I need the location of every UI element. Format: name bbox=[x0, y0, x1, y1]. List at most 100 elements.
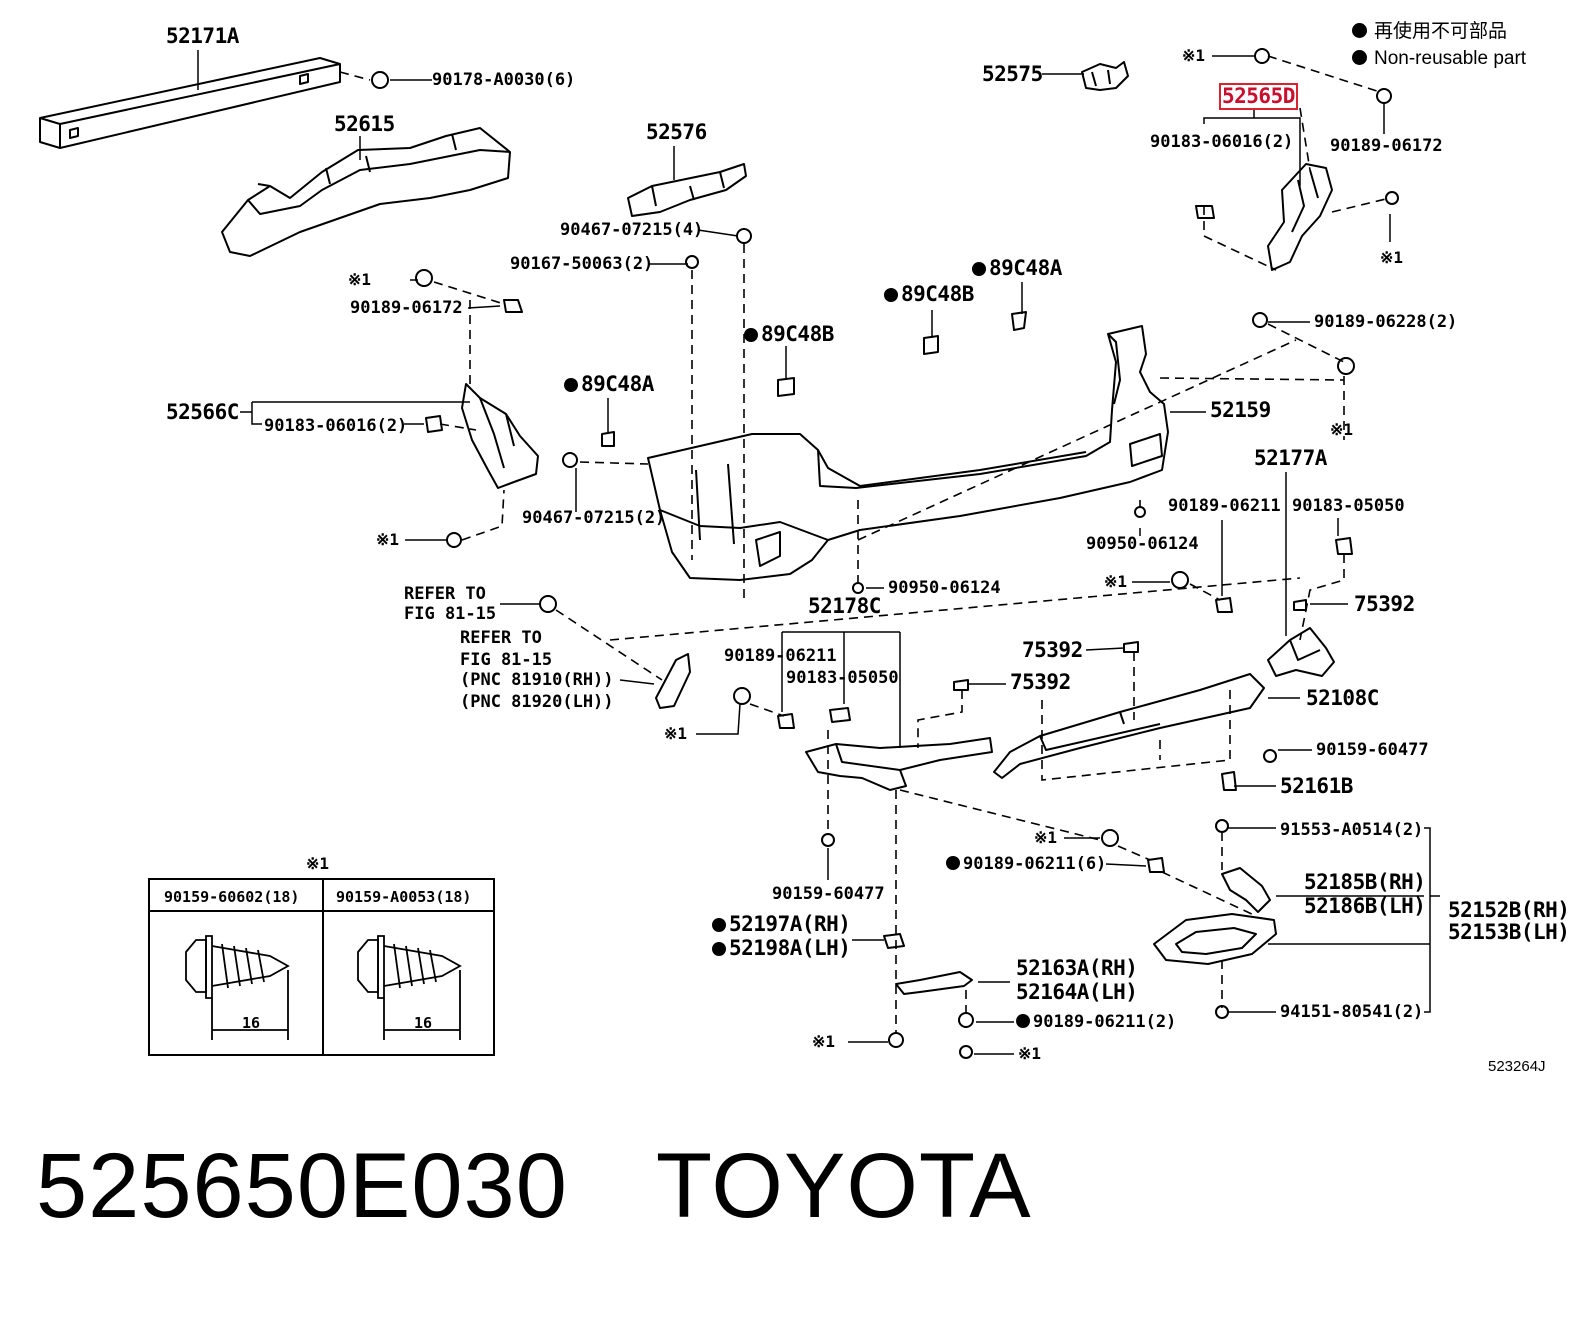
legend-row-jp: 再使用不可部品 bbox=[1352, 18, 1526, 45]
label-52566C[interactable]: 52566C bbox=[166, 400, 239, 424]
non-reusable-dot-icon bbox=[744, 328, 758, 342]
label-90183-05050-c[interactable]: 90183-05050 bbox=[786, 668, 899, 688]
label-text: 52197A(RH) bbox=[729, 912, 851, 936]
mark-1: ※1 bbox=[1380, 248, 1404, 267]
label-52153B[interactable]: 52153B(LH) bbox=[1448, 920, 1570, 944]
lower-spoiler-52108C bbox=[993, 673, 1265, 779]
non-reusable-dot-icon bbox=[1016, 1014, 1030, 1028]
bracket-52576 bbox=[627, 163, 747, 217]
label-90189-06211-2[interactable]: 90189-06211(2) bbox=[1016, 1014, 1176, 1031]
fasteners bbox=[371, 48, 1399, 1059]
label-52164A[interactable]: 52164A(LH) bbox=[1016, 980, 1138, 1004]
label-refer1-b[interactable]: FIG 81-15 bbox=[404, 604, 497, 624]
inset-right-length: 16 bbox=[414, 1014, 433, 1032]
label-90467-top[interactable]: 90467-07215(4) bbox=[560, 220, 704, 240]
label-75392-c[interactable]: 75392 bbox=[1010, 670, 1071, 694]
label-text: 52198A(LH) bbox=[729, 936, 851, 960]
bracket-52177A bbox=[1267, 627, 1335, 677]
inset-header bbox=[150, 880, 493, 912]
retainer-52163A bbox=[895, 971, 973, 995]
label-refer1-a[interactable]: REFER TO bbox=[404, 584, 486, 604]
inset-right-part[interactable]: 90159-A0053(18) bbox=[336, 888, 472, 906]
non-reusable-dot-icon bbox=[1352, 50, 1367, 65]
label-52152B[interactable]: 52152B(RH) bbox=[1448, 898, 1570, 922]
inset-left-part[interactable]: 90159-60602(18) bbox=[164, 888, 300, 906]
mark-1: ※1 bbox=[348, 270, 372, 289]
label-52177A[interactable]: 52177A bbox=[1254, 446, 1327, 470]
label-text: 89C48A bbox=[989, 256, 1062, 280]
mark-1: ※1 bbox=[376, 530, 400, 549]
mark-1: ※1 bbox=[1330, 420, 1354, 439]
label-90178[interactable]: 90178-A0030(6) bbox=[432, 70, 576, 90]
legend-text-jp: 再使用不可部品 bbox=[1374, 21, 1508, 42]
figure-id: 523264J bbox=[1488, 1058, 1546, 1075]
label-52197A[interactable]: 52197A(RH) bbox=[712, 912, 851, 936]
label-75392-a[interactable]: 75392 bbox=[1354, 592, 1415, 616]
label-52185B[interactable]: 52185B(RH) bbox=[1304, 870, 1426, 894]
label-90950-c[interactable]: 90950-06124 bbox=[888, 578, 1001, 598]
label-89C48B-top[interactable]: 89C48B bbox=[884, 284, 974, 305]
label-75392-b[interactable]: 75392 bbox=[1022, 638, 1083, 662]
legend: 再使用不可部品 Non-reusable part bbox=[1352, 18, 1526, 72]
bumper-cover-52159 bbox=[647, 325, 1169, 581]
mark-1: ※1 bbox=[1104, 572, 1128, 591]
inset-mark: ※1 bbox=[306, 854, 330, 873]
label-90183-l[interactable]: 90183-06016(2) bbox=[264, 416, 408, 436]
label-90189-06228[interactable]: 90189-06228(2) bbox=[1314, 312, 1458, 332]
label-52178C[interactable]: 52178C bbox=[808, 594, 881, 618]
label-90159-60477-r[interactable]: 90159-60477 bbox=[1316, 740, 1429, 760]
label-94151[interactable]: 94151-80541(2) bbox=[1280, 1002, 1424, 1022]
label-89C48A-top[interactable]: 89C48A bbox=[972, 258, 1062, 279]
non-reusable-dot-icon bbox=[712, 942, 726, 956]
label-52575[interactable]: 52575 bbox=[982, 62, 1043, 86]
non-reusable-dot-icon bbox=[972, 262, 986, 276]
label-91553[interactable]: 91553-A0514(2) bbox=[1280, 820, 1424, 840]
label-90189-06172-r[interactable]: 90189-06172 bbox=[1330, 136, 1443, 156]
non-reusable-dot-icon bbox=[564, 378, 578, 392]
clip-52575 bbox=[1081, 61, 1129, 91]
caption-brand: TOYOTA bbox=[655, 1135, 1032, 1237]
label-text: 89C48A bbox=[581, 372, 654, 396]
label-refer2-c[interactable]: (PNC 81910(RH)) bbox=[460, 670, 614, 690]
label-90183-05050-r[interactable]: 90183-05050 bbox=[1292, 496, 1405, 516]
label-90950-r[interactable]: 90950-06124 bbox=[1086, 534, 1199, 554]
label-90189-06211-r[interactable]: 90189-06211 bbox=[1168, 496, 1281, 516]
label-refer2-b[interactable]: FIG 81-15 bbox=[460, 650, 553, 670]
label-90159-60477-c[interactable]: 90159-60477 bbox=[772, 884, 885, 904]
side-bracket-52566C bbox=[461, 383, 539, 489]
exhaust-garnish-52152B bbox=[1153, 913, 1277, 965]
label-90189-06172-l[interactable]: 90189-06172 bbox=[350, 298, 463, 318]
label-52198A[interactable]: 52198A(LH) bbox=[712, 936, 851, 960]
label-refer2-d[interactable]: (PNC 81920(LH)) bbox=[460, 692, 614, 712]
screw-90159-60602 bbox=[185, 935, 290, 1040]
inset-divider bbox=[322, 880, 324, 1054]
label-text: 89C48B bbox=[901, 282, 974, 306]
label-90183-r[interactable]: 90183-06016(2) bbox=[1150, 132, 1294, 152]
mark-1: ※1 bbox=[664, 724, 688, 743]
label-refer2-a[interactable]: REFER TO bbox=[460, 628, 542, 648]
label-90167[interactable]: 90167-50063(2) bbox=[510, 254, 654, 274]
label-90467-l[interactable]: 90467-07215(2) bbox=[522, 508, 666, 528]
label-52108C[interactable]: 52108C bbox=[1306, 686, 1379, 710]
label-52186B[interactable]: 52186B(LH) bbox=[1304, 894, 1426, 918]
label-89C48A-mid[interactable]: 89C48A bbox=[564, 374, 654, 395]
reflector-left bbox=[655, 653, 691, 709]
label-90189-06211-c[interactable]: 90189-06211 bbox=[724, 646, 837, 666]
label-52161B[interactable]: 52161B bbox=[1280, 774, 1353, 798]
label-text: 89C48B bbox=[761, 322, 834, 346]
side-bracket-52565D bbox=[1267, 163, 1333, 271]
label-52163A[interactable]: 52163A(RH) bbox=[1016, 956, 1138, 980]
screw-inset-table: 90159-60602(18) 90159-A0053(18) 16 16 bbox=[148, 878, 495, 1056]
label-52171A[interactable]: 52171A bbox=[166, 24, 239, 48]
bracket-52178C bbox=[805, 737, 993, 791]
label-52576[interactable]: 52576 bbox=[646, 120, 707, 144]
label-89C48B-mid[interactable]: 89C48B bbox=[744, 324, 834, 345]
label-52159[interactable]: 52159 bbox=[1210, 398, 1271, 422]
label-52615[interactable]: 52615 bbox=[334, 112, 395, 136]
label-90189-06211-6[interactable]: 90189-06211(6) bbox=[946, 856, 1106, 873]
mark-1: ※1 bbox=[1034, 828, 1058, 847]
label-text: 90189-06211(2) bbox=[1033, 1012, 1177, 1032]
label-52565D[interactable]: 52565D bbox=[1219, 83, 1298, 110]
